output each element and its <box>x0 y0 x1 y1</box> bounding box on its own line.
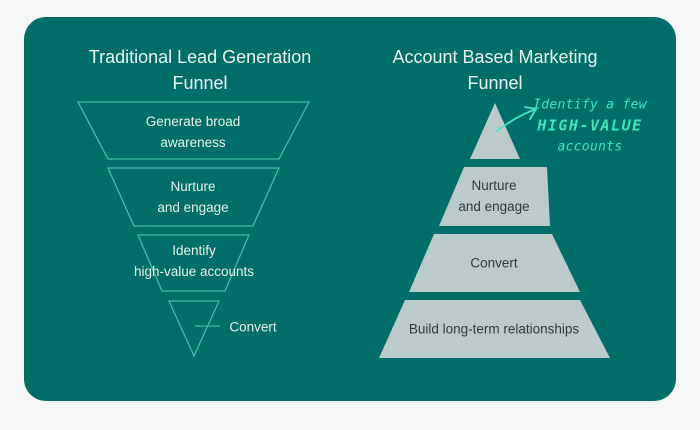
right-stage-2-label: Nurture and engage <box>458 175 529 217</box>
right-stage-4-shape <box>379 300 610 358</box>
left-stage-3-shape <box>137 234 250 292</box>
left-stage-1-label: Generate broad awareness <box>146 111 241 153</box>
left-stage-2-label: Nurture and engage <box>157 176 228 218</box>
right-title-line2: Funnel <box>467 73 523 93</box>
right-stage-4-label: Build long-term relationships <box>408 321 580 337</box>
left-stage-3-line1: Identify <box>172 243 216 258</box>
annotation-arrowhead-icon <box>524 106 537 120</box>
left-stage-1-line2: awareness <box>160 135 226 150</box>
right-title-line1: Account Based Marketing <box>392 47 598 67</box>
left-title-line2: Funnel <box>172 73 228 93</box>
left-stage-1-line1: Generate broad <box>145 114 241 129</box>
right-stage-2-line2: and engage <box>458 199 530 214</box>
annotation-line2: HIGH-VALUE <box>537 116 643 135</box>
right-stage-2-line1: Nurture <box>471 178 517 193</box>
left-stage-2-shape <box>106 167 281 227</box>
left-funnel-title: Traditional Lead Generation Funnel <box>70 44 330 96</box>
left-stage-3-line2: high-value accounts <box>133 264 255 279</box>
annotation-line3: accounts <box>557 139 623 155</box>
left-stage-4-label: Convert <box>229 319 277 335</box>
left-title-line1: Traditional Lead Generation <box>88 47 312 67</box>
right-stage-1-shape <box>470 103 520 159</box>
abm-annotation: Identify a few HIGH-VALUE accounts <box>533 95 647 158</box>
right-stage-3-label: Convert <box>470 255 518 271</box>
right-funnel-title: Account Based Marketing Funnel <box>370 44 620 96</box>
right-stage-3-shape <box>409 234 580 292</box>
left-stage-4-shape <box>167 300 221 358</box>
left-stage-2-line1: Nurture <box>170 179 216 194</box>
left-stage-1-shape <box>76 101 311 160</box>
annotation-arrow <box>496 108 537 132</box>
right-stage-2-shape <box>439 167 550 226</box>
left-stage-2-line2: and engage <box>157 200 229 215</box>
annotation-line1: Identify a few <box>533 97 647 113</box>
left-stage-3-label: Identify high-value accounts <box>134 240 254 282</box>
